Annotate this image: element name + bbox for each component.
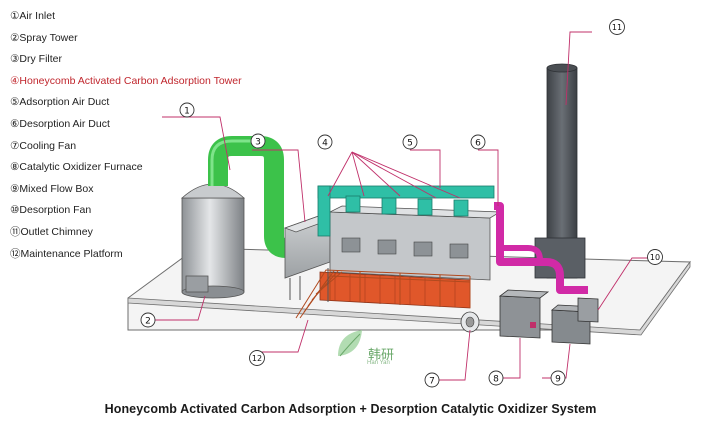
desorption-air-duct bbox=[494, 202, 588, 294]
legend-item-adsorption-duct: ⑤Adsorption Air Duct bbox=[10, 96, 110, 109]
svg-text:1: 1 bbox=[184, 107, 190, 117]
svg-text:4: 4 bbox=[322, 139, 328, 149]
svg-text:5: 5 bbox=[407, 139, 413, 149]
svg-text:12: 12 bbox=[252, 354, 262, 363]
callout-4: 4 bbox=[317, 134, 333, 150]
desorption-fan bbox=[577, 297, 599, 323]
ground-slab-edge bbox=[127, 260, 691, 336]
svg-text:10: 10 bbox=[650, 253, 660, 262]
diagram-caption: Honeycomb Activated Carbon Adsorption + … bbox=[104, 402, 597, 416]
svg-text:9: 9 bbox=[555, 375, 561, 385]
legend-item-maintenance-platform: ⑫Maintenance Platform bbox=[10, 247, 123, 260]
legend-item-desorption-fan: ⑩Desorption Fan bbox=[10, 204, 92, 217]
cooling-fan bbox=[460, 311, 480, 333]
svg-text:11: 11 bbox=[612, 23, 622, 32]
callout-2: 2 bbox=[140, 312, 156, 328]
callout-3: 3 bbox=[250, 133, 266, 149]
catalytic-furnace bbox=[498, 289, 550, 339]
adsorption-tower bbox=[329, 205, 502, 281]
brand-subtitle: Han Yan bbox=[367, 360, 390, 366]
legend-item-dry-filter: ③Dry Filter bbox=[10, 53, 62, 66]
legend-item-air-inlet: ①Air Inlet bbox=[10, 10, 56, 22]
inlet-duct bbox=[208, 136, 300, 258]
callout-7: 7 bbox=[424, 372, 440, 388]
svg-text:3: 3 bbox=[255, 138, 261, 148]
brand-name: 韩研 bbox=[368, 348, 395, 363]
legend-item-spray-tower: ②Spray Tower bbox=[10, 31, 78, 44]
callout-11: 11 bbox=[609, 19, 625, 35]
support-legs bbox=[289, 268, 329, 302]
svg-text:2: 2 bbox=[145, 317, 151, 327]
legend-item-adsorption-tower: ④Honeycomb Activated Carbon Adsorption T… bbox=[10, 74, 242, 87]
callout-1: 1 bbox=[179, 102, 195, 118]
brand-leaf-logo bbox=[338, 330, 362, 357]
callout-6: 6 bbox=[470, 134, 486, 150]
outlet-chimney bbox=[534, 63, 586, 279]
legend-item-cooling-fan: ⑦Cooling Fan bbox=[10, 139, 77, 152]
inlet-duct-highlight bbox=[210, 139, 260, 186]
legend-item-outlet-chimney: ⑪Outlet Chimney bbox=[10, 225, 93, 238]
svg-text:8: 8 bbox=[493, 375, 499, 385]
callout-9: 9 bbox=[550, 370, 566, 386]
svg-text:6: 6 bbox=[475, 139, 481, 149]
maintenance-platform bbox=[295, 269, 471, 319]
callout-10: 10 bbox=[647, 249, 663, 265]
legend-item-mixed-flow-box: ⑨Mixed Flow Box bbox=[10, 182, 94, 195]
svg-text:7: 7 bbox=[429, 377, 435, 387]
legend: ①Air Inlet ②Spray Tower ③Dry Filter ④Hon… bbox=[10, 6, 310, 265]
callout-leaders bbox=[148, 31, 655, 381]
legend-item-catalytic-furnace: ⑧Catalytic Oxidizer Furnace bbox=[10, 161, 143, 174]
callout-5: 5 bbox=[402, 134, 418, 150]
callout-12: 12 bbox=[249, 350, 265, 366]
legend-item-desorption-duct: ⑥Desorption Air Duct bbox=[10, 117, 110, 130]
callout-8: 8 bbox=[488, 370, 504, 386]
desorption-return-duct bbox=[500, 245, 543, 261]
spray-tower bbox=[180, 183, 246, 299]
